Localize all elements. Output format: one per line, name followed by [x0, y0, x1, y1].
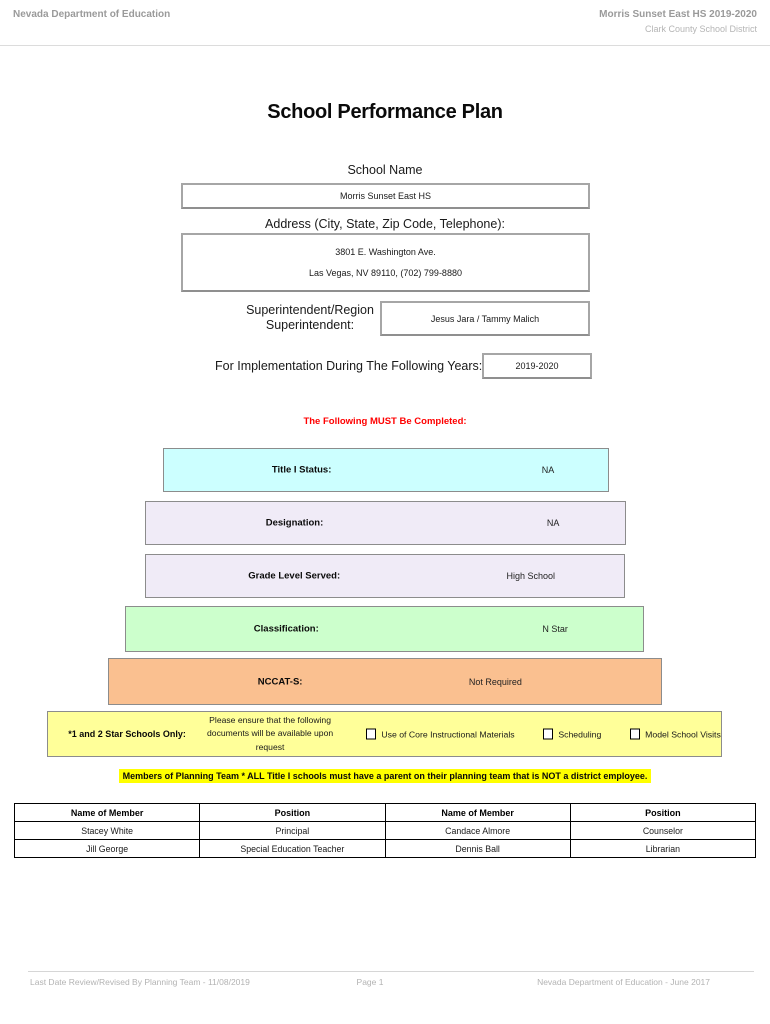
header-left-org: Nevada Department of Education [13, 9, 171, 20]
address-line-1: 3801 E. Washington Ave. [335, 246, 436, 257]
grade-level-value: High School [506, 571, 556, 581]
school-name-label: School Name [347, 163, 423, 177]
grade-level-bar: Grade Level Served: High School [145, 554, 625, 598]
star-schools-instruction: Please ensure that the following documen… [199, 714, 340, 754]
superintendent-field: Jesus Jara / Tammy Malich [380, 301, 590, 336]
member-name-cell: Stacey White [13, 821, 201, 840]
table-row: Stacey White Principal Candace Almore Co… [13, 821, 757, 840]
nccat-s-bar: NCCAT-S: Not Required [108, 658, 662, 705]
member-position-cell: Special Education Teacher [199, 839, 386, 858]
footer: Last Date Review/Revised By Planning Tea… [30, 977, 754, 987]
grade-level-label: Grade Level Served: [248, 570, 341, 582]
superintendent-label: Superintendent/Region Superintendent: [215, 303, 405, 333]
scheduling-checkbox[interactable] [543, 728, 554, 740]
star-schools-row: *1 and 2 Star Schools Only: Please ensur… [47, 711, 722, 757]
table-header-row: Name of Member Position Name of Member P… [13, 803, 757, 822]
member-position-cell: Counselor [569, 821, 757, 840]
implementation-years-value: 2019-2020 [515, 361, 559, 371]
planning-team-notice-text: Members of Planning Team * ALL Title I s… [118, 769, 652, 783]
model-school-visits-checkbox[interactable] [630, 728, 641, 740]
school-name-field: Morris Sunset East HS [181, 183, 590, 209]
address-line-2: Las Vegas, NV 89110, (702) 799-8880 [309, 268, 462, 279]
planning-team-notice: Members of Planning Team * ALL Title I s… [0, 766, 770, 784]
address-label: Address (City, State, Zip Code, Telephon… [265, 217, 505, 231]
classification-value: N Star [542, 624, 568, 634]
col-header-position-1: Position [199, 803, 386, 822]
table-row: Jill George Special Education Teacher De… [13, 839, 757, 858]
must-complete-notice: The Following MUST Be Completed: [303, 416, 467, 427]
designation-label: Designation: [265, 517, 324, 529]
col-header-name-1: Name of Member [13, 803, 201, 822]
title-i-status-value: NA [541, 465, 555, 475]
header-school-year: Morris Sunset East HS 2019-2020 [599, 9, 757, 20]
scheduling-option: Scheduling [543, 728, 602, 740]
core-materials-option: Use of Core Instructional Materials [366, 728, 515, 740]
school-name-value: Morris Sunset East HS [339, 191, 432, 201]
footer-page-number: Page 1 [356, 977, 384, 987]
footer-last-review: Last Date Review/Revised By Planning Tea… [30, 977, 250, 987]
star-instruction-line2: documents will be available upon request [207, 728, 334, 752]
header-district: Clark County School District [644, 24, 757, 34]
page-title: School Performance Plan [267, 101, 503, 123]
title-i-status-label: Title I Status: [271, 464, 332, 476]
title-i-status-bar: Title I Status: NA [163, 448, 609, 492]
superintendent-value: Jesus Jara / Tammy Malich [430, 313, 540, 324]
core-materials-label: Use of Core Instructional Materials [381, 729, 515, 739]
member-position-cell: Librarian [569, 839, 757, 858]
member-name-cell: Dennis Ball [384, 839, 571, 858]
nccat-s-label: NCCAT-S: [257, 676, 303, 687]
header-divider [0, 45, 770, 46]
planning-team-table: Name of Member Position Name of Member P… [13, 803, 757, 858]
col-header-position-2: Position [569, 803, 757, 822]
star-schools-label: *1 and 2 Star Schools Only: [68, 729, 186, 739]
core-materials-checkbox[interactable] [366, 728, 377, 740]
implementation-years-label: For Implementation During The Following … [215, 359, 483, 373]
address-field: 3801 E. Washington Ave. Las Vegas, NV 89… [181, 233, 590, 292]
nccat-s-value: Not Required [468, 676, 522, 687]
designation-bar: Designation: NA [145, 501, 626, 545]
classification-bar: Classification: N Star [125, 606, 644, 652]
classification-label: Classification: [253, 623, 319, 635]
member-position-cell: Principal [199, 821, 386, 840]
header-right: Morris Sunset East HS 2019-2020 Clark Co… [599, 9, 757, 34]
model-school-visits-option: Model School Visits [630, 728, 721, 740]
footer-divider [28, 971, 754, 972]
model-school-visits-label: Model School Visits [645, 729, 721, 739]
col-header-name-2: Name of Member [384, 803, 571, 822]
member-name-cell: Jill George [13, 839, 201, 858]
star-instruction-line1: Please ensure that the following [209, 715, 331, 726]
implementation-years-field: 2019-2020 [482, 353, 592, 379]
scheduling-label: Scheduling [558, 729, 602, 739]
superintendent-label-line1: Superintendent/Region [246, 303, 374, 317]
superintendent-label-line2: Superintendent: [265, 318, 355, 332]
designation-value: NA [546, 518, 560, 528]
member-name-cell: Candace Almore [384, 821, 571, 840]
footer-org-date: Nevada Department of Education - June 20… [537, 977, 711, 987]
